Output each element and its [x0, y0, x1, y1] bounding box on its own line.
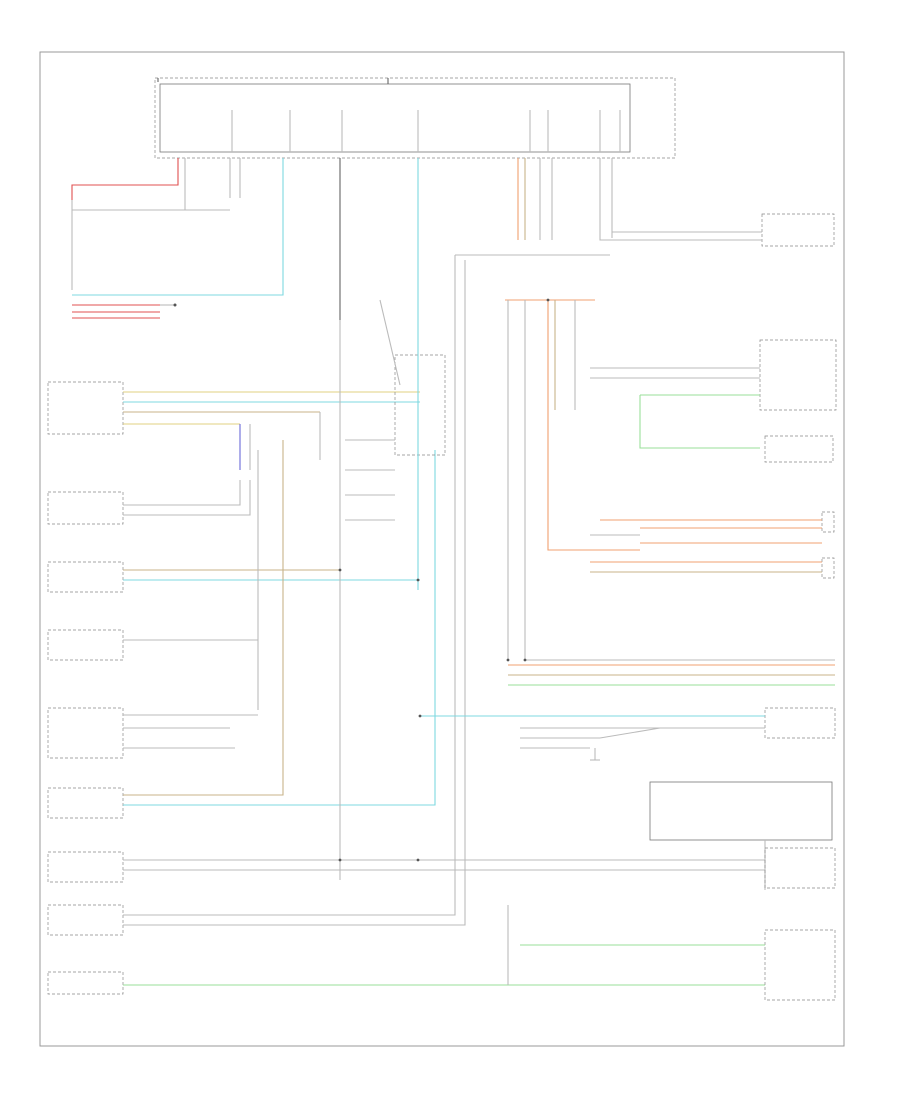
trunk-wires: [71, 158, 613, 320]
power-module: [154, 77, 676, 159]
left-module-5: [47, 707, 258, 759]
junction-dots: [338, 298, 550, 862]
left-module-3: [47, 561, 420, 593]
orange-splice-group: [455, 254, 640, 660]
left-module-9: [47, 971, 765, 995]
left-module-1: [47, 381, 420, 470]
right-module-upper: [599, 213, 835, 247]
left-module-7: [47, 851, 765, 883]
left-module-2: [47, 480, 251, 525]
center-switch-block: [257, 250, 446, 880]
left-connector-pins: [71, 200, 230, 319]
left-module-4: [47, 629, 259, 710]
bus-lines: [508, 659, 835, 686]
right-module-bottom-2: [507, 905, 836, 1001]
right-module-mid: [590, 339, 837, 463]
right-module-bottom-1: [649, 781, 836, 890]
diagram-frame: [39, 51, 845, 1047]
left-module-6: [47, 440, 436, 819]
right-switch-rows: [590, 511, 835, 579]
left-module-8: [47, 255, 466, 936]
ground-symbol: [590, 748, 600, 761]
right-module-lower: [420, 707, 836, 749]
